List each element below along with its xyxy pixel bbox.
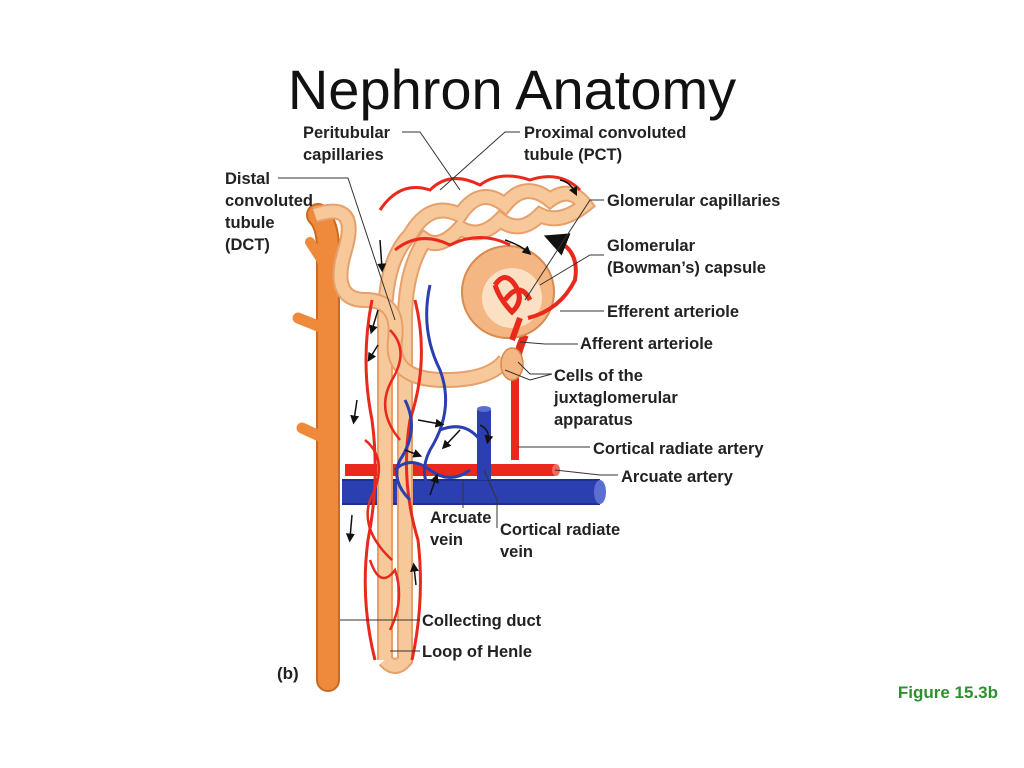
leader-lines: [278, 131, 618, 652]
label-arcuate-artery: Arcuate artery: [621, 468, 734, 486]
label-jga: Cells of the juxtaglomerular apparatus: [553, 367, 682, 429]
figure-reference: Figure 15.3b: [897, 683, 998, 702]
peritubular-capillary-network: [363, 174, 582, 661]
label-cortical-radiate-artery: Cortical radiate artery: [593, 440, 764, 458]
label-collecting-duct: Collecting duct: [422, 612, 542, 630]
label-dct: Distal convoluted tubule (DCT): [225, 170, 318, 254]
label-loop-of-henle: Loop of Henle: [422, 643, 532, 661]
collecting-duct-shape: [292, 203, 340, 692]
label-pct: Proximal convoluted tubule (PCT): [524, 124, 691, 164]
flow-arrows: [345, 179, 578, 586]
page-title: Nephron Anatomy: [287, 58, 737, 121]
label-arcuate-vein: Arcuate vein: [430, 509, 496, 549]
label-efferent-arteriole: Efferent arteriole: [607, 303, 739, 321]
renal-tubule: [312, 183, 597, 674]
label-cortical-radiate-vein: Cortical radiate vein: [500, 521, 625, 561]
label-peritubular-capillaries: Peritubular capillaries: [303, 124, 395, 164]
label-bowmans-capsule: Glomerular (Bowman’s) capsule: [607, 237, 766, 277]
jga-cells: [500, 347, 524, 381]
glomerular-capsule: [461, 233, 578, 342]
label-afferent-arteriole: Afferent arteriole: [580, 335, 713, 353]
label-glomerular-capillaries: Glomerular capillaries: [607, 192, 780, 210]
panel-label: (b): [277, 664, 299, 683]
